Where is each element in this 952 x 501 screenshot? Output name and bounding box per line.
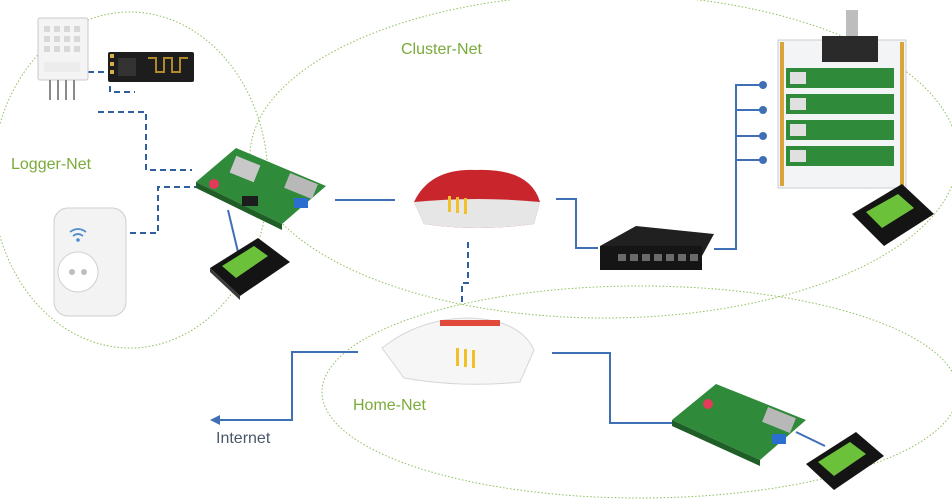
wifi-link-smart-plug: [130, 186, 196, 234]
link-home-pi-ssd: [795, 431, 826, 447]
home-net-zone: [321, 285, 952, 499]
temperature-humidity-sensor-icon: [37, 17, 89, 100]
home-net-label: Home-Net: [353, 397, 426, 414]
wireless-links: [88, 71, 469, 302]
router-white-icon: [381, 317, 535, 385]
link-internet: [218, 351, 358, 421]
wifi-link-esp-module-2: [109, 86, 135, 93]
raspberry-pi-icon: [196, 148, 326, 230]
internet-arrow-icon: [210, 415, 220, 425]
wifi-module-icon: [108, 52, 194, 82]
wired-links: [218, 84, 873, 447]
logger-net-label: Logger-Net: [11, 156, 92, 173]
internet-label: Internet: [216, 430, 271, 447]
ssd-icon: [806, 432, 884, 490]
pi-cluster-stack-icon: [777, 10, 907, 189]
cluster-port-dots: [759, 81, 767, 164]
link-home-router-pi: [552, 352, 676, 424]
ssd-icon: [210, 238, 290, 300]
raspberry-pi-icon: [672, 384, 806, 466]
network-switch-icon: [600, 226, 714, 270]
link-switch-cluster: [714, 84, 762, 250]
wifi-link-routers: [461, 242, 469, 302]
cluster-net-label: Cluster-Net: [401, 41, 482, 58]
ssd-icon: [852, 184, 934, 246]
router-red-icon: [414, 169, 540, 228]
link-router-switch: [556, 198, 598, 249]
smart-plug-icon: [53, 207, 127, 317]
link-pi-ssd: [227, 209, 239, 253]
wifi-link-sensor: [98, 111, 192, 171]
